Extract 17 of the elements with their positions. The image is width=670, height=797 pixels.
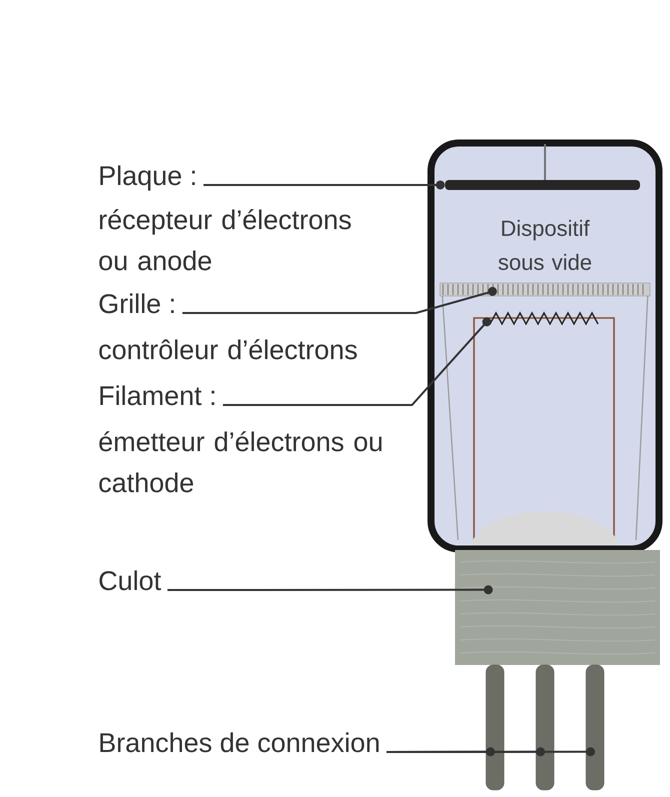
- callout-label: Branches de connexion: [100, 732, 379, 752]
- tube-base: [455, 550, 660, 665]
- callout-label: Filament : émetteur d’électrons ou cathode: [99, 385, 382, 492]
- connection-pin: [536, 664, 554, 790]
- leader-line: [182, 286, 497, 314]
- leader-line: [167, 585, 493, 594]
- leader-line: [203, 180, 445, 190]
- connection-pin: [486, 664, 504, 790]
- vacuum-tube-bulb: Dispositif sous vide: [428, 140, 662, 552]
- callout-label: Plaque : récepteur d’électrons ou anode: [99, 165, 351, 270]
- filament-coil: [489, 311, 599, 326]
- grid-mesh: [440, 282, 650, 296]
- leader-line: [222, 317, 492, 406]
- leader-line: [386, 747, 595, 756]
- connection-pin: [586, 664, 604, 790]
- callout-label: Culot: [100, 570, 162, 590]
- callout-label: Grille : contrôleur d’électrons: [99, 293, 357, 360]
